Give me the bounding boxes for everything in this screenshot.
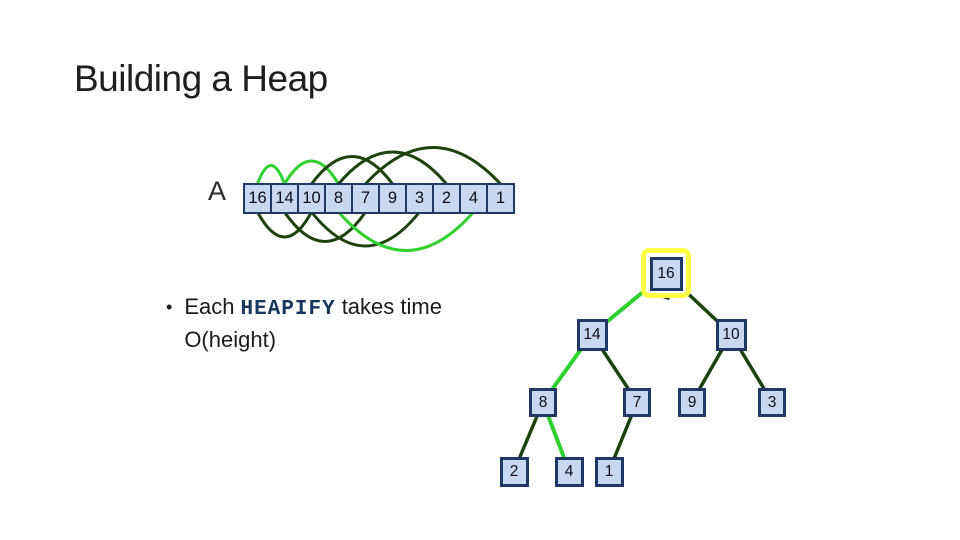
slide-title: Building a Heap bbox=[74, 58, 328, 99]
array-cell: 1 bbox=[486, 183, 515, 214]
tree-node: 1 bbox=[594, 456, 624, 487]
array-arc-3-7 bbox=[310, 210, 421, 248]
tree-node: 2 bbox=[499, 456, 529, 487]
array-cell: 10 bbox=[297, 183, 326, 214]
tree-node: 16 bbox=[649, 256, 683, 291]
array-cell: 9 bbox=[378, 183, 407, 214]
array-arc-3-6 bbox=[310, 155, 394, 186]
tree-node: 10 bbox=[715, 318, 747, 351]
array-name-label: A bbox=[208, 176, 227, 206]
array-cell: 2 bbox=[432, 183, 461, 214]
array-arc-4-9 bbox=[337, 210, 475, 252]
array-arc-1-2 bbox=[256, 164, 286, 186]
array-cell: 3 bbox=[405, 183, 434, 214]
array-cell: 16 bbox=[243, 183, 272, 214]
array-cell: 14 bbox=[270, 183, 299, 214]
array-arc-2-4 bbox=[283, 159, 340, 186]
tree-node: 7 bbox=[623, 388, 651, 417]
bullet-marker: • bbox=[166, 297, 173, 317]
array-arc-4-8 bbox=[337, 150, 448, 186]
tree-node: 14 bbox=[576, 318, 608, 351]
array-arc-1-3 bbox=[256, 210, 313, 239]
array-arc-2-5 bbox=[283, 210, 367, 243]
array-arc-5-10 bbox=[364, 146, 502, 186]
array-cell: 8 bbox=[324, 183, 353, 214]
tree-node: 8 bbox=[529, 388, 557, 417]
tree-node: 3 bbox=[758, 388, 786, 417]
tree-node: 9 bbox=[678, 388, 706, 417]
array-cell: 4 bbox=[459, 183, 488, 214]
heapify-code-text: HEAPIFY bbox=[240, 298, 336, 321]
array-cell: 7 bbox=[351, 183, 380, 214]
tree-node: 4 bbox=[554, 456, 584, 487]
